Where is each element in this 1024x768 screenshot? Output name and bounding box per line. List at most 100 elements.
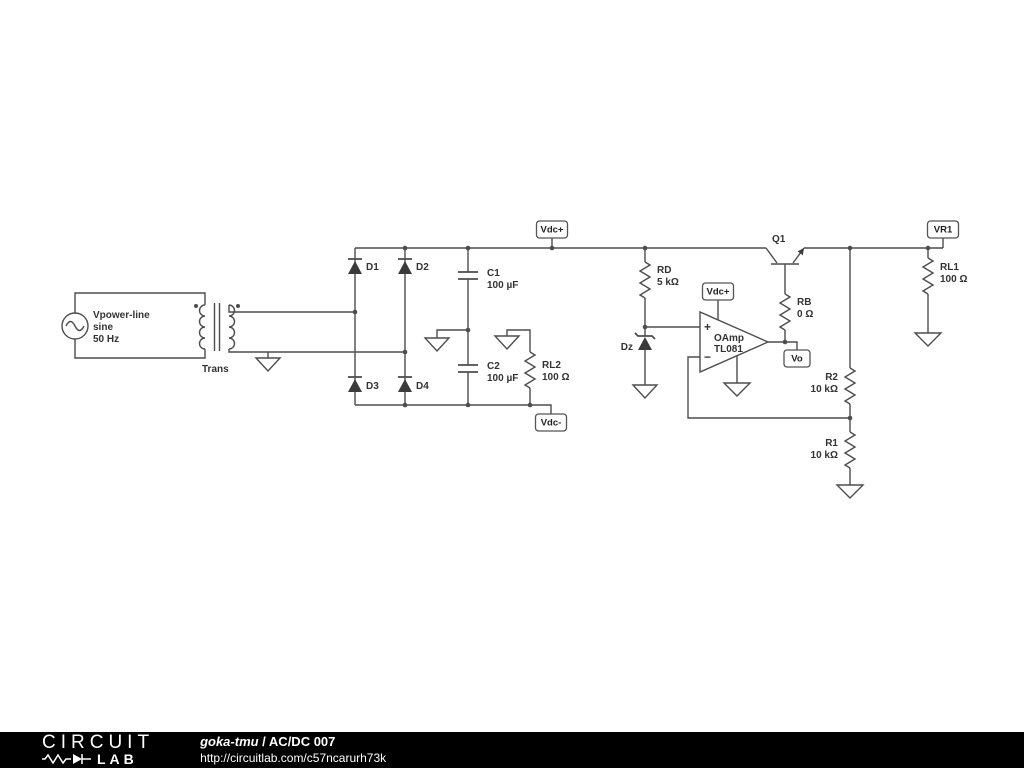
r2-name: R2 [825, 372, 838, 383]
circuitlab-logo[interactable]: CIRCUIT LAB [42, 732, 155, 766]
rb-value: 0 Ω [797, 309, 813, 320]
resistor-rb[interactable]: RB 0 Ω [778, 293, 813, 331]
secondary-coil [228, 304, 236, 350]
rd-name: RD [657, 265, 671, 276]
net-flag-vo[interactable]: Vo [783, 349, 811, 368]
primary-coil [198, 304, 206, 350]
transistor-q1[interactable]: Q1 [765, 234, 805, 265]
net-flag-vr1[interactable]: VR1 [926, 220, 960, 239]
flag-box [701, 282, 735, 301]
ground-symbol-rl2[interactable] [493, 335, 521, 351]
ground-icon [631, 384, 659, 400]
junction-dot [402, 402, 408, 408]
junction-dot [465, 245, 471, 251]
diode-d3[interactable]: D3 [348, 376, 379, 392]
ground-icon [493, 335, 521, 351]
dz-label: Dz [621, 342, 633, 353]
resistor-zigzag [523, 351, 537, 389]
author-name: goka-tmu [200, 734, 259, 750]
capacitor-c1[interactable]: C1 100 µF [458, 268, 518, 291]
junction-dot [642, 245, 648, 251]
junction-dot [549, 245, 555, 251]
ground-icon [835, 484, 865, 499]
diode-d4[interactable]: D4 [398, 376, 429, 392]
opamp-value: TL081 [714, 344, 743, 355]
rb-name: RB [797, 297, 811, 308]
ground-icon [722, 382, 752, 397]
circuit-url[interactable]: http://circuitlab.com/c57ncarurh73k [200, 750, 387, 765]
resistor-r1[interactable]: R1 10 kΩ [811, 431, 857, 469]
noninverting-input-sign: + [704, 320, 711, 334]
resistor-rl2[interactable]: RL2 100 Ω [523, 351, 569, 389]
rd-value: 5 kΩ [657, 277, 679, 288]
junction-dot [925, 245, 931, 251]
vsource-name: Vpower-line [93, 310, 150, 321]
transformer-trans[interactable]: Trans [194, 303, 240, 375]
rl1-name: RL1 [940, 262, 959, 273]
zener-diode-dz[interactable]: Dz [621, 332, 656, 353]
wire-segment [228, 305, 355, 313]
flag-box [535, 220, 569, 239]
opamp-tl081[interactable]: + − OAmp TL081 [699, 310, 770, 374]
diode-d1[interactable]: D1 [348, 258, 379, 274]
resistor-zigzag [778, 293, 792, 331]
voltage-source-vpowerline[interactable]: Vpower-line sine 50 Hz [61, 310, 150, 345]
ground-symbol-midrail[interactable] [423, 337, 451, 353]
d3-label: D3 [366, 381, 379, 392]
diode-triangle [398, 261, 412, 274]
footer-bar: CIRCUIT LAB goka-tmu / AC/DC 007 http://… [0, 732, 1024, 768]
resistor-zigzag [843, 367, 857, 405]
wire-segment [436, 329, 468, 338]
resistor-diode-icon [42, 753, 91, 765]
diode-d2[interactable]: D2 [398, 258, 429, 274]
vsource-freq: 50 Hz [93, 334, 119, 345]
junction-dot [402, 349, 408, 355]
junction-dot [465, 402, 471, 408]
net-flag-vdc-minus[interactable]: Vdc- [534, 413, 568, 432]
opamp-triangle [699, 310, 770, 374]
rl1-value: 100 Ω [940, 274, 967, 285]
resistor-r2[interactable]: R2 10 kΩ [811, 367, 857, 405]
wire-segment [785, 341, 798, 350]
flag-box [783, 349, 811, 368]
flag-text: Vdc- [541, 418, 562, 429]
sine-wave-icon [65, 320, 85, 332]
schematic-canvas[interactable]: Vpower-line sine 50 Hz Trans D1 D2 [0, 0, 1024, 732]
junction-dot [847, 415, 853, 421]
transformer-label: Trans [202, 364, 229, 375]
ground-symbol-dz[interactable] [631, 384, 659, 400]
zener-cathode-bar [634, 332, 656, 340]
r2-value: 10 kΩ [811, 384, 838, 395]
circuit-title: goka-tmu / AC/DC 007 [200, 734, 386, 750]
diode-triangle [348, 379, 362, 392]
ground-symbol-opamp[interactable] [722, 382, 752, 397]
wire-layer [74, 238, 944, 485]
c2-name: C2 [487, 361, 500, 372]
q1-label: Q1 [772, 234, 786, 245]
d4-label: D4 [416, 381, 429, 392]
ground-symbol-r1[interactable] [835, 484, 865, 499]
diode-triangle [348, 261, 362, 274]
ground-icon [423, 337, 451, 353]
c2-value: 100 µF [487, 373, 518, 384]
net-flag-vdc-plus[interactable]: Vdc+ [535, 220, 569, 239]
net-flag-vdc-plus-opamp[interactable]: Vdc+ [701, 282, 735, 301]
c1-value: 100 µF [487, 280, 518, 291]
wire-segment [74, 339, 206, 359]
vsource-wave: sine [93, 322, 113, 333]
rl2-name: RL2 [542, 360, 561, 371]
logo-text-circuit: CIRCUIT [42, 732, 155, 753]
capacitor-c2[interactable]: C2 100 µF [458, 361, 518, 384]
wire-segment [506, 329, 531, 352]
resistor-rd[interactable]: RD 5 kΩ [638, 261, 679, 299]
ground-icon [254, 357, 282, 373]
resistor-rl1[interactable]: RL1 100 Ω [921, 257, 967, 295]
ground-symbol-rl1[interactable] [913, 332, 943, 347]
c1-name: C1 [487, 268, 500, 279]
junction-dots [352, 245, 931, 421]
flag-text: VR1 [934, 225, 953, 236]
polarity-dot [236, 304, 240, 308]
resistor-zigzag [638, 261, 652, 299]
ground-symbol-secondary[interactable] [254, 357, 282, 373]
diode-triangle [398, 379, 412, 392]
